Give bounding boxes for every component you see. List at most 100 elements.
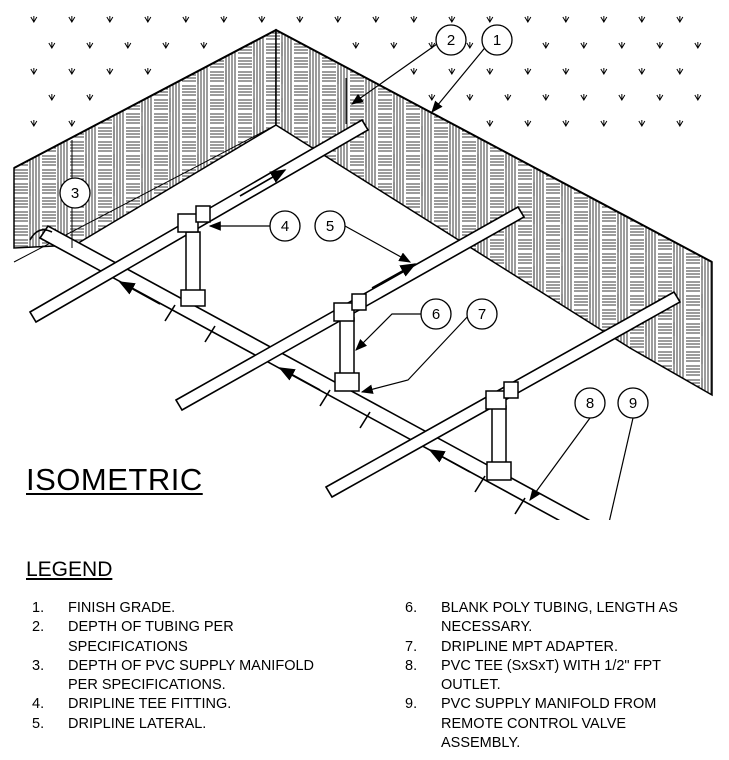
legend-item: 8. PVC TEE (SxSxT) WITH 1/2" FPT OUTLET. [405, 657, 725, 696]
grass-mark [600, 120, 608, 127]
grass-mark [562, 120, 570, 127]
grass-mark [638, 68, 646, 75]
legend-item: 7. DRIPLINE MPT ADAPTER. [405, 638, 725, 657]
grass-marks [30, 16, 702, 127]
legend-text: PVC SUPPLY MANIFOLD FROM REMOTE CONTROL … [441, 696, 657, 752]
legend-text: DEPTH OF TUBING PER SPECIFICATIONS [68, 619, 234, 655]
legend-text: FINISH GRADE. [68, 600, 176, 616]
legend-left-column: 1. FINISH GRADE. 2. DEPTH OF TUBING PER … [32, 599, 392, 734]
grass-mark [144, 68, 152, 75]
legend-text: PVC TEE (SxSxT) WITH 1/2" FPT OUTLET. [441, 657, 661, 694]
svg-text:3: 3 [71, 185, 79, 202]
svg-text:9: 9 [629, 395, 637, 412]
callout-2: 2 [435, 24, 467, 56]
grass-mark [638, 120, 646, 127]
grass-mark [334, 16, 342, 23]
legend-text: DEPTH OF PVC SUPPLY MANIFOLD PER SPECIFI… [68, 657, 315, 694]
riser-assembly-1 [177, 205, 211, 307]
grass-mark [466, 94, 474, 101]
grass-mark [486, 120, 494, 127]
legend-text: DRIPLINE TEE FITTING. [68, 696, 232, 713]
grass-mark [30, 120, 38, 127]
legend-item: 5. DRIPLINE LATERAL. [32, 715, 392, 734]
callout-9: 9 [617, 387, 649, 419]
grass-mark [504, 94, 512, 101]
legend-text: BLANK POLY TUBING, LENGTH AS NECESSARY. [441, 600, 678, 636]
grass-mark [86, 42, 94, 49]
callout-bubbles: 2 1 3 4 5 6 7 8 [59, 24, 649, 419]
grass-mark [162, 42, 170, 49]
grass-mark [448, 16, 456, 23]
grass-mark [182, 16, 190, 23]
grass-mark [676, 16, 684, 23]
grass-mark [676, 120, 684, 127]
grass-mark [410, 16, 418, 23]
grass-mark [656, 42, 664, 49]
svg-text:2: 2 [447, 32, 455, 49]
legend-number: 7. [405, 638, 418, 655]
legend-item: 6. BLANK POLY TUBING, LENGTH AS NECESSAR… [405, 599, 725, 638]
callout-1: 1 [481, 24, 513, 56]
callout-3: 3 [59, 177, 91, 209]
grass-mark [524, 68, 532, 75]
grass-mark [486, 68, 494, 75]
callout-6: 6 [420, 298, 452, 330]
callout-8: 8 [574, 387, 606, 419]
grass-mark [580, 94, 588, 101]
grass-mark [524, 16, 532, 23]
grass-mark [428, 94, 436, 101]
isometric-drawing: 2 1 3 4 5 6 7 8 [13, 16, 713, 520]
svg-text:5: 5 [326, 218, 334, 235]
legend-item: 2. DEPTH OF TUBING PER SPECIFICATIONS [32, 618, 392, 657]
legend-title: LEGEND [26, 558, 113, 581]
svg-text:4: 4 [281, 218, 289, 235]
finish-grade-line [13, 28, 713, 263]
grass-mark [352, 42, 360, 49]
grass-mark [562, 68, 570, 75]
legend-number: 1. [32, 600, 45, 616]
grass-mark [30, 68, 38, 75]
grass-mark [656, 94, 664, 101]
grass-mark [676, 68, 684, 75]
grass-mark [524, 120, 532, 127]
svg-text:6: 6 [432, 306, 440, 323]
grass-mark [600, 16, 608, 23]
legend-right-column: 6. BLANK POLY TUBING, LENGTH AS NECESSAR… [405, 599, 725, 753]
grass-mark [220, 16, 228, 23]
grass-mark [30, 16, 38, 23]
grass-mark [580, 42, 588, 49]
grass-mark [638, 16, 646, 23]
svg-text:7: 7 [478, 306, 486, 323]
callout-4: 4 [269, 210, 301, 242]
grass-mark [466, 42, 474, 49]
grass-mark [106, 68, 114, 75]
grass-mark [200, 42, 208, 49]
grass-mark [600, 68, 608, 75]
legend-number: 5. [32, 715, 45, 732]
grass-mark [48, 94, 56, 101]
grass-mark [144, 16, 152, 23]
grass-mark [410, 68, 418, 75]
svg-text:1: 1 [493, 32, 501, 49]
grass-mark [542, 94, 550, 101]
grass-mark [618, 42, 626, 49]
legend-text: DRIPLINE LATERAL. [68, 715, 207, 732]
grass-mark [86, 94, 94, 101]
grass-mark [68, 16, 76, 23]
grass-mark [486, 16, 494, 23]
legend-number: 8. [405, 657, 418, 674]
grass-mark [106, 16, 114, 23]
legend-number: 9. [405, 696, 418, 713]
legend-number: 4. [32, 696, 45, 713]
grass-mark [48, 42, 56, 49]
callout-7: 7 [466, 298, 498, 330]
grass-mark [390, 42, 398, 49]
legend-item: 4. DRIPLINE TEE FITTING. [32, 695, 392, 714]
grass-mark [124, 42, 132, 49]
risers [177, 205, 519, 481]
legend-number: 6. [405, 600, 418, 616]
leader-lines [208, 43, 634, 520]
grass-mark [562, 16, 570, 23]
grass-mark [68, 68, 76, 75]
legend-number: 2. [32, 619, 45, 636]
